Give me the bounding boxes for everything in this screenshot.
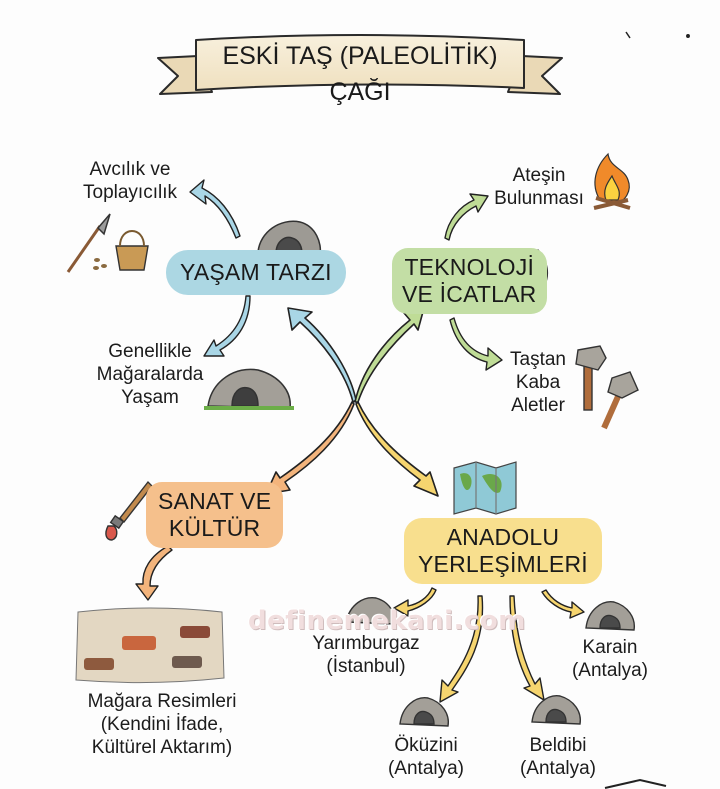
leaf-line: Mağara Resimleri [87,691,237,712]
arrow-yasam-magara [203,295,251,357]
site-region: (Antalya) [571,660,649,681]
watermark: definemekani.com [248,606,526,636]
arrow-anadolu-karain [541,589,585,619]
cave-icon-magara [204,368,294,410]
arrow-anadolu-okuzini [439,595,484,703]
spear-icon [66,213,111,273]
site-okuzini: Öküzini (Antalya) [376,734,476,780]
stone-axe-icon [575,345,639,430]
leaf-line: Avcılık ve [89,159,171,180]
node-sanat: SANAT VE KÜLTÜR [146,482,284,548]
leaf-line: Toplayıcılık [83,182,177,203]
leaf-line: (Kendini İfade, [100,714,224,735]
arrow-to-sanat [265,401,355,495]
site-name: Beldibi [529,735,587,756]
leaf-line: Aletler [511,395,565,416]
node-label-line1: ANADOLU [446,524,560,550]
arrow-sanat-resimler [135,545,173,601]
cave-icon-karain [585,601,635,631]
central-arrows [265,307,439,497]
cave-icon-beldibi [531,695,581,725]
leaf-resimler: Mağara Resimleri (Kendini İfade, Kültüre… [62,690,262,759]
banner-body [195,34,525,91]
site-beldibi: Beldibi (Antalya) [508,734,608,780]
cave-icon-okuzini [399,697,449,727]
cave-painting-icon [75,607,225,684]
site-karain: Karain (Antalya) [560,636,660,682]
arrow-anadolu-beldibi [509,595,545,701]
leaf-line: Kaba [515,372,561,393]
node-label-line1: TEKNOLOJİ [404,254,535,280]
seeds-icon [93,258,107,270]
leaf-line: Bulunması [494,188,584,209]
site-name: Yarımburgaz [312,633,420,654]
cave-icon-yarimburgaz [345,597,396,625]
world-map-icon [453,461,517,515]
arrow-to-yasam [287,307,357,403]
arrow-tek-aletler [449,317,503,371]
node-label-line2: VE İCATLAR [402,281,537,307]
site-yarimburgaz: Yarımburgaz (İstanbul) [306,632,426,678]
node-anadolu: ANADOLU YERLEŞİMLERİ [404,518,602,584]
arrow-to-teknoloji [354,307,425,403]
arrow-yasam-avcilik [189,179,241,239]
node-label-line2: KÜLTÜR [168,515,261,541]
leaf-line: Taştan [510,349,566,370]
leaf-line: Mağaralarda [96,364,204,385]
paintbrush-icon [105,480,153,541]
title-banner [157,34,563,95]
site-region: (Antalya) [519,758,597,779]
basket-icon [115,230,149,271]
leaf-line: Kültürel Aktarım) [91,737,233,758]
leaf-line: Yaşam [121,387,179,408]
campfire-icon [593,152,631,210]
site-name: Karain [582,637,638,658]
corner-marks [604,31,690,789]
leaf-line: Genellikle [108,341,192,362]
leaf-aletler: Taştan Kaba Aletler [500,348,576,417]
leaf-magara: Genellikle Mağaralarda Yaşam [90,340,210,409]
arrow-tek-ates [444,193,489,241]
node-label: YAŞAM TARZI [180,259,332,285]
arrow-anadolu-yarimburgaz [393,587,437,617]
node-teknoloji: TEKNOLOJİ VE İCATLAR [392,248,547,314]
leaf-ates: Ateşin Bulunması [484,164,594,210]
arrow-to-anadolu [355,401,439,497]
leaf-line: Ateşin [512,165,566,186]
node-label-line2: YERLEŞİMLERİ [418,551,588,577]
leaf-avcilik: Avcılık ve Toplayıcılık [70,158,190,204]
cave-icon-yasam [257,220,322,255]
site-name: Öküzini [394,735,458,756]
node-label-line1: SANAT VE [158,488,272,514]
page-title: ESKİ TAŞ (PALEOLİTİK) ÇAĞI [222,42,498,106]
site-region: (Antalya) [387,758,465,779]
site-region: (İstanbul) [326,656,406,677]
node-yasam-tarzi: YAŞAM TARZI [166,250,346,295]
